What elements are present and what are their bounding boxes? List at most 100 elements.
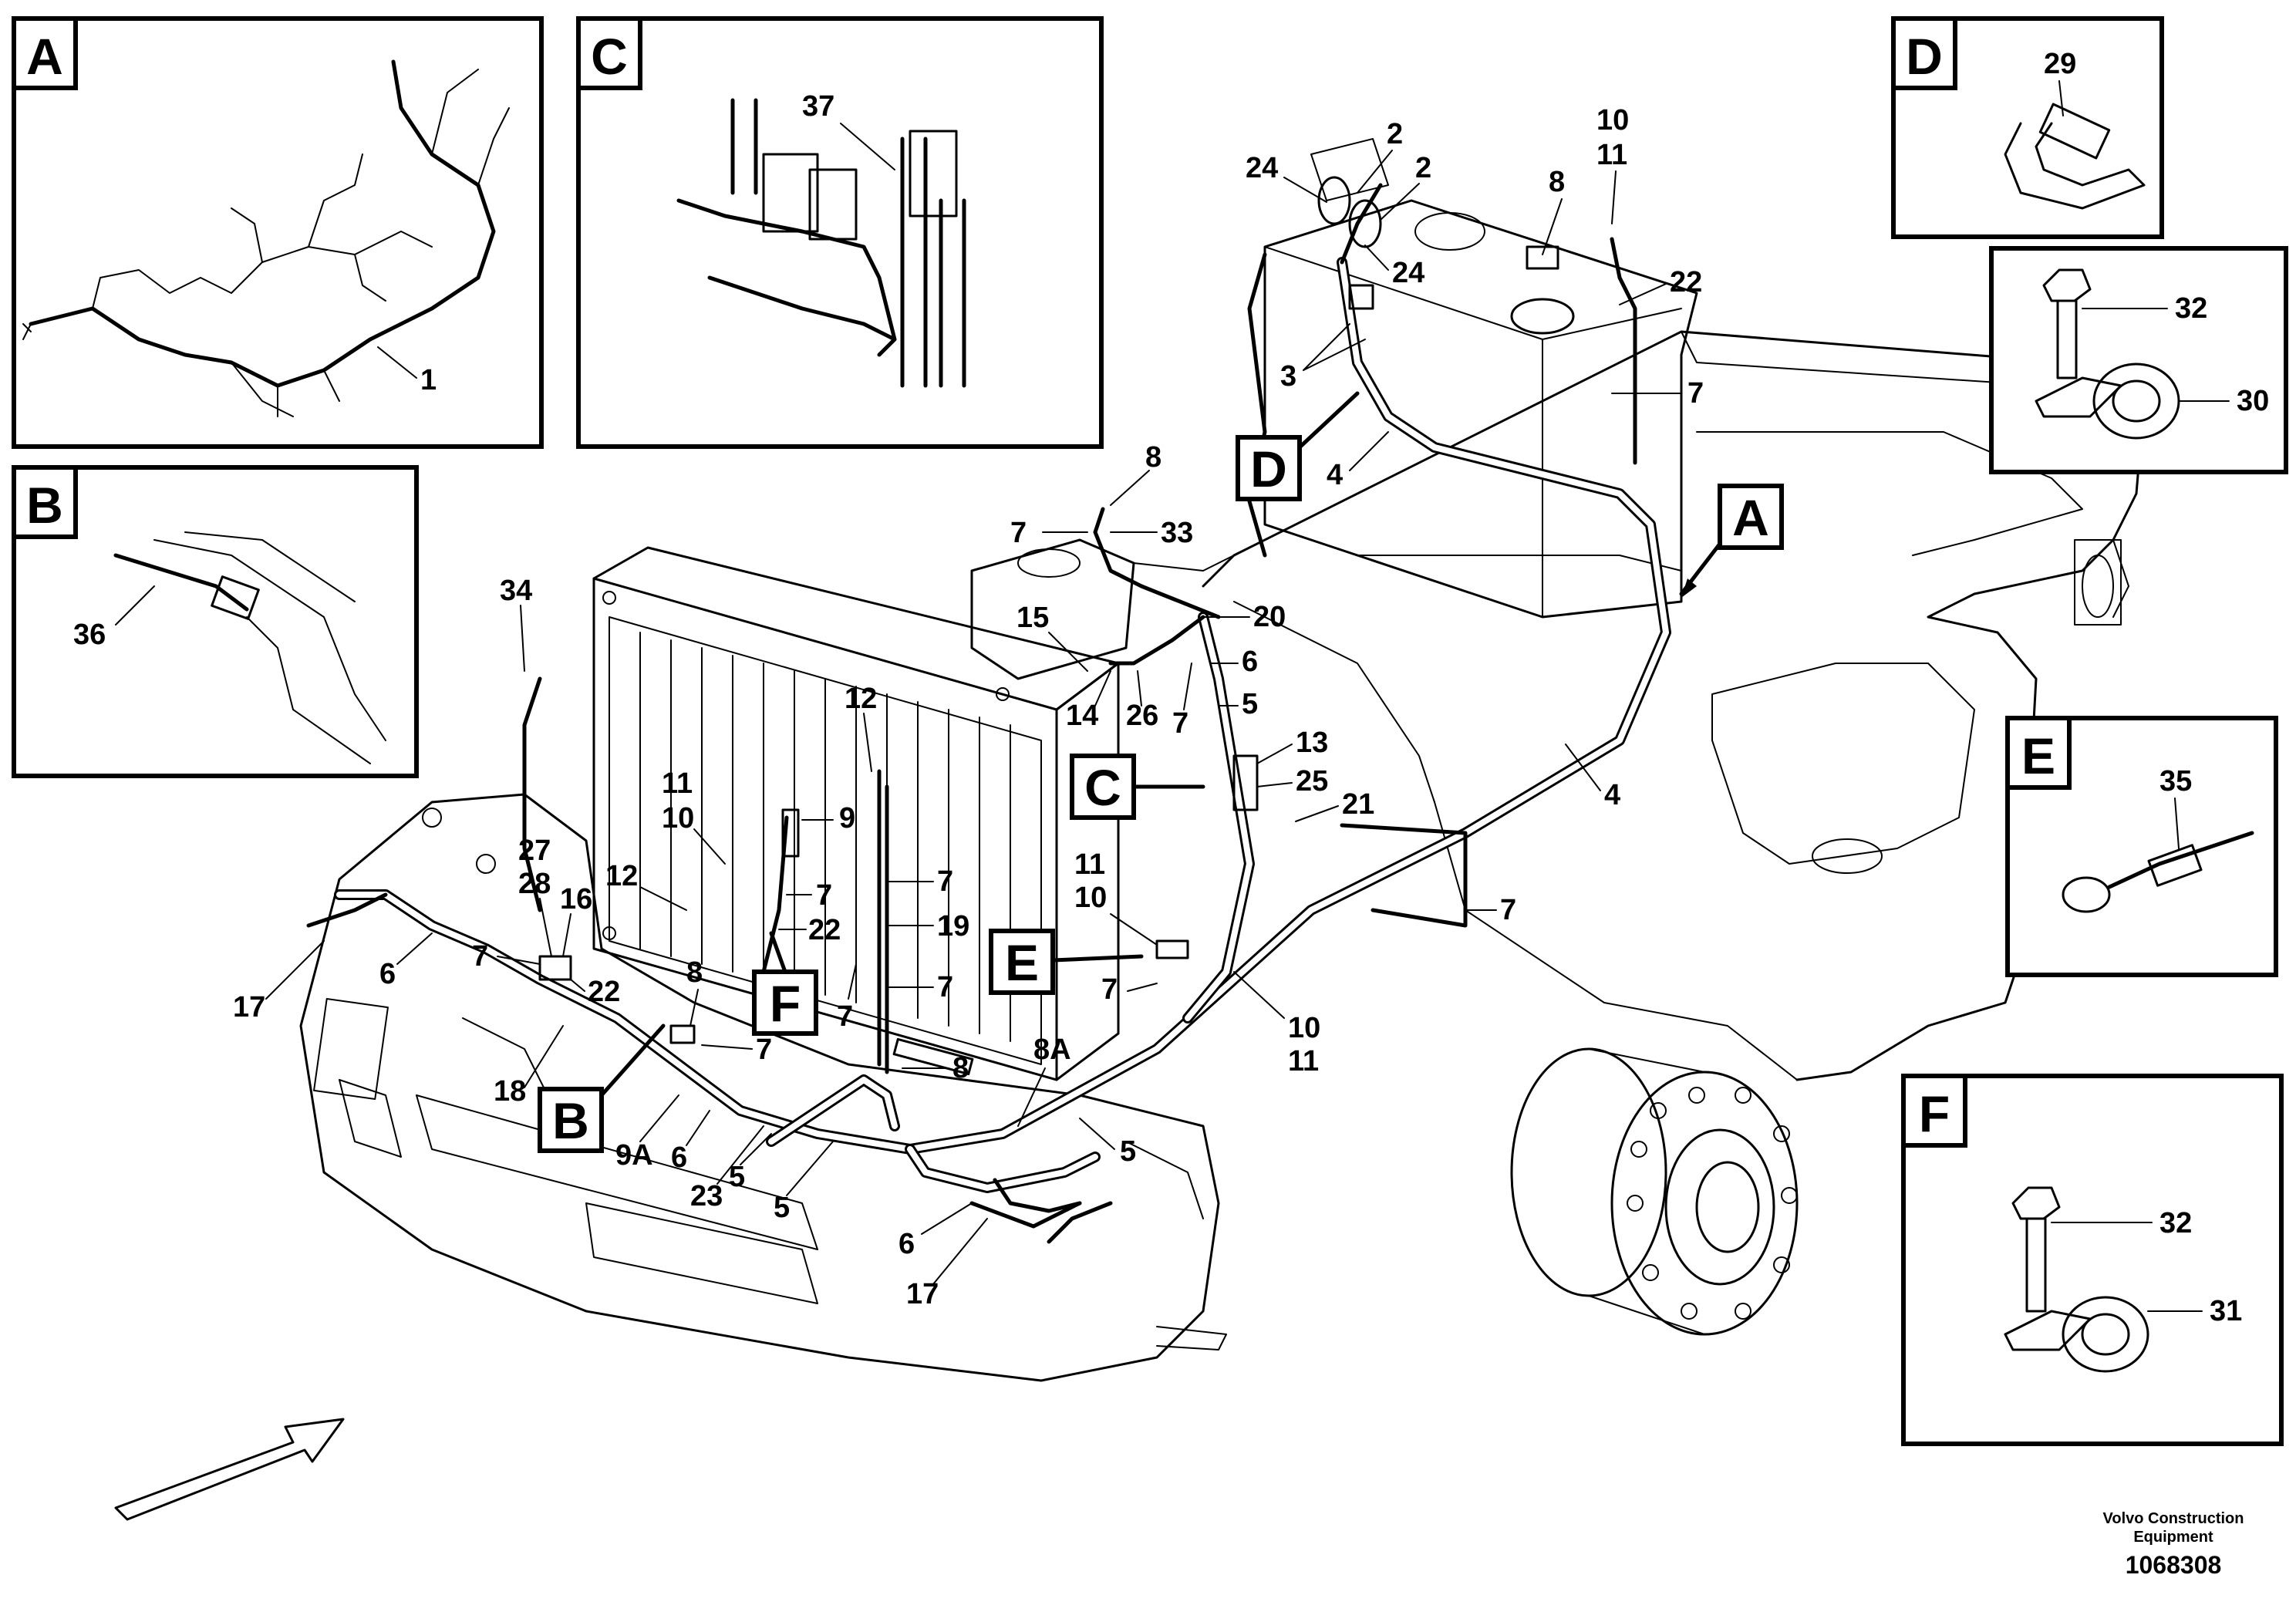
callout-29: 29 (2044, 48, 2076, 80)
callout-14: 14 (1066, 700, 1098, 732)
callout-15: 15 (1017, 602, 1049, 634)
callout-11: 11 (1596, 139, 1627, 171)
callout-7: 7 (937, 971, 953, 1003)
callout-7: 7 (1500, 894, 1516, 926)
panel-a-letter: A (26, 28, 63, 85)
callout-2: 2 (1415, 152, 1431, 184)
callout-6: 6 (379, 958, 396, 990)
callout-32-b: 32 (2159, 1207, 2192, 1239)
callout-22: 22 (588, 976, 620, 1008)
panel-e-letter: E (2021, 727, 2055, 784)
callout-24: 24 (1246, 152, 1278, 184)
callout-36: 36 (73, 619, 106, 651)
callout-2: 2 (1387, 118, 1403, 150)
callout-12: 12 (845, 683, 877, 715)
panel-c-letter: C (591, 28, 628, 85)
tag-b: B (552, 1092, 589, 1149)
view-tags: A B C D E F (538, 391, 1784, 1153)
callout-16: 16 (560, 883, 592, 916)
wiring-harness (306, 183, 1671, 1244)
chassis-frame (1202, 330, 2146, 1081)
tag-e: E (1005, 934, 1039, 991)
callout-33: 33 (1161, 517, 1193, 549)
callout-8A: 8A (1033, 1034, 1071, 1066)
battery-box (1263, 138, 1698, 619)
callout-21: 21 (1342, 788, 1374, 821)
forward-direction-arrow (114, 1418, 345, 1521)
radiator (592, 546, 1120, 1081)
callout-7: 7 (1172, 707, 1188, 740)
callout-11: 11 (662, 767, 693, 800)
callout-6: 6 (899, 1228, 915, 1260)
tag-f: F (770, 975, 801, 1032)
tag-c: C (1084, 759, 1121, 816)
callout-8: 8 (952, 1052, 969, 1084)
callout-34: 34 (500, 575, 532, 607)
detail-panel-b: B 36 (12, 465, 419, 778)
callout-31: 31 (2210, 1295, 2242, 1327)
callout-17: 17 (233, 991, 265, 1023)
callout-32-a: 32 (2175, 292, 2207, 325)
callout-19: 19 (937, 910, 969, 943)
drawing-number: 1068308 (2126, 1551, 2222, 1579)
title-block: Volvo Construction Equipment 1068308 (2103, 1510, 2244, 1579)
callout-20: 20 (1253, 601, 1286, 633)
detail-panel-clamp: 32 30 (1989, 246, 2288, 474)
callout-8: 8 (1145, 441, 1161, 474)
callout-23: 23 (690, 1180, 723, 1212)
callout-35: 35 (2159, 765, 2192, 798)
connectors (538, 176, 1559, 1076)
callout-22: 22 (808, 914, 841, 946)
callout-1: 1 (420, 364, 437, 396)
callout-7: 7 (937, 865, 953, 898)
callout-7: 7 (1010, 517, 1027, 549)
callout-18: 18 (494, 1075, 526, 1108)
callout-6: 6 (671, 1141, 687, 1174)
panel-f-letter: F (1919, 1085, 1950, 1142)
callout-30: 30 (2237, 385, 2269, 417)
callout-11: 11 (1074, 848, 1105, 881)
callout-37: 37 (802, 90, 834, 123)
callout-3: 3 (1280, 360, 1296, 393)
callout-28: 28 (518, 868, 551, 900)
callout-12: 12 (605, 860, 638, 892)
expansion-tank (970, 538, 1266, 680)
company-name-line-2: Equipment (2133, 1529, 2213, 1546)
main-assembly-view (114, 138, 2146, 1521)
callouts: 2 2 24 24 3 8 10 11 22 7 4 4 8 7 33 20 1… (233, 104, 1704, 1310)
callout-24: 24 (1392, 257, 1424, 289)
callout-5: 5 (774, 1192, 790, 1224)
callout-10: 10 (1288, 1012, 1320, 1044)
callout-22: 22 (1670, 266, 1702, 298)
tag-a: A (1732, 489, 1769, 546)
wheel-hub (1510, 1047, 1799, 1336)
callout-8: 8 (1549, 166, 1565, 198)
callout-26: 26 (1126, 700, 1158, 732)
callout-9: 9 (839, 802, 855, 835)
callout-7: 7 (816, 879, 832, 912)
callout-4: 4 (1327, 459, 1343, 491)
callout-10: 10 (662, 802, 694, 835)
callout-9A: 9A (615, 1139, 653, 1172)
callout-7: 7 (756, 1034, 772, 1066)
callout-7: 7 (837, 1000, 853, 1033)
company-name-line-1: Volvo Construction (2103, 1510, 2244, 1527)
callout-27: 27 (518, 835, 551, 867)
detail-panel-a: A 1 (12, 16, 544, 449)
callout-10: 10 (1074, 882, 1107, 914)
callout-11: 11 (1288, 1045, 1319, 1077)
detail-panel-d: D 29 (1891, 16, 2164, 239)
detail-panel-c: C 37 (576, 16, 1104, 449)
callout-8: 8 (686, 956, 703, 989)
panel-d-letter: D (1906, 28, 1943, 85)
callout-7: 7 (1101, 973, 1118, 1006)
callout-7: 7 (1687, 377, 1704, 410)
callout-13: 13 (1296, 727, 1328, 759)
detail-panel-e: E 35 (2005, 716, 2278, 977)
callout-6: 6 (1242, 646, 1258, 678)
detail-panel-f: F 32 31 (1901, 1074, 2284, 1446)
callout-7: 7 (472, 940, 488, 973)
callout-10: 10 (1596, 104, 1629, 137)
callout-5: 5 (729, 1161, 745, 1193)
